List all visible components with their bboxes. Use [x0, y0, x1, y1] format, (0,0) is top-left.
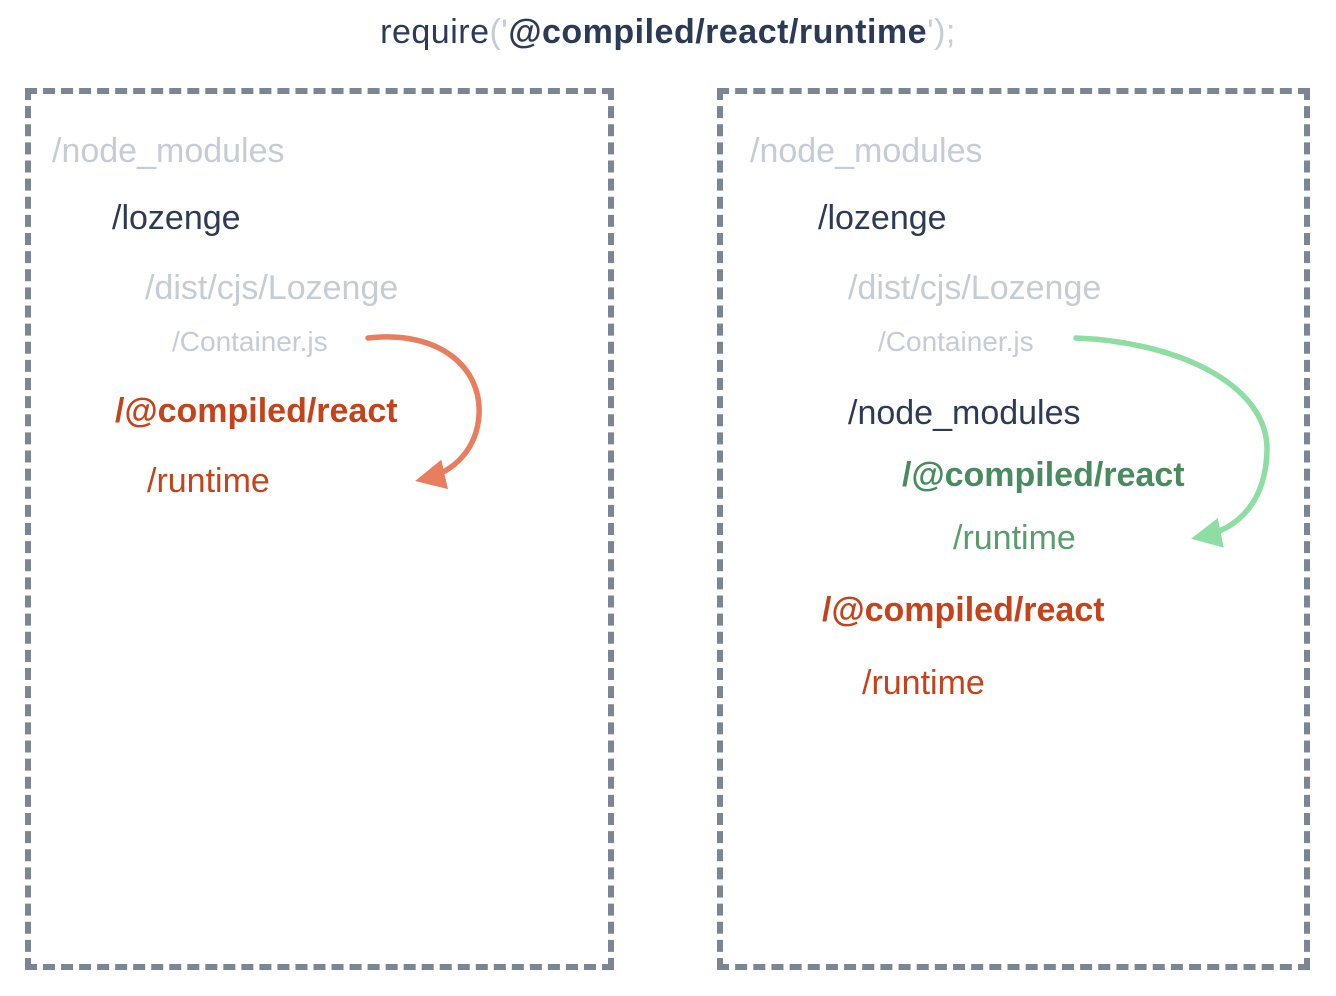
path-runtime-resolved: /runtime	[953, 519, 1076, 557]
path-node-modules: /node_modules	[52, 132, 285, 170]
path-container-js: /Container.js	[172, 326, 328, 357]
path-node-modules: /node_modules	[750, 132, 983, 170]
path-compiled-react-missing: /@compiled/react	[822, 591, 1105, 629]
path-lozenge: /lozenge	[818, 199, 947, 237]
path-runtime-missing: /runtime	[147, 462, 270, 500]
require-module-path: @compiled/react/runtime	[508, 13, 928, 51]
require-fn: require	[380, 13, 490, 51]
path-dist-cjs-lozenge: /dist/cjs/Lozenge	[848, 269, 1102, 307]
panel-resolution-fail: /node_modules /lozenge /dist/cjs/Lozenge…	[25, 88, 614, 970]
path-runtime-missing: /runtime	[862, 664, 985, 702]
panel-resolution-success: /node_modules /lozenge /dist/cjs/Lozenge…	[717, 88, 1310, 970]
path-nested-node-modules: /node_modules	[848, 394, 1081, 432]
path-dist-cjs-lozenge: /dist/cjs/Lozenge	[145, 269, 399, 307]
path-compiled-react-resolved: /@compiled/react	[902, 456, 1185, 494]
require-close-quote-paren: ');	[927, 13, 956, 51]
require-open-paren-quote: ('	[489, 13, 509, 51]
path-compiled-react-missing: /@compiled/react	[115, 392, 398, 430]
require-statement: require('@compiled/react/runtime');	[0, 12, 1336, 52]
path-container-js: /Container.js	[878, 326, 1034, 357]
path-lozenge: /lozenge	[112, 199, 241, 237]
